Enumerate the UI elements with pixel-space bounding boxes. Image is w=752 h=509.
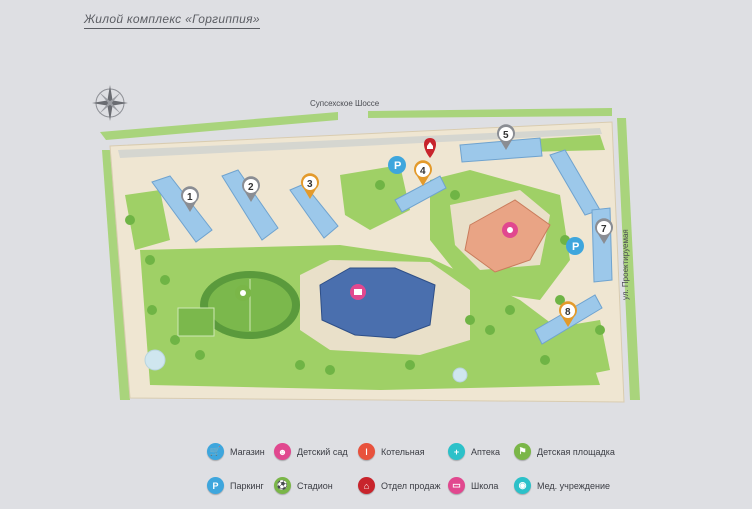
parking-icon[interactable]: P xyxy=(388,156,406,174)
playground-icon: ⚑ xyxy=(514,443,531,460)
legend-label: Паркинг xyxy=(230,480,264,491)
kindergarten-icon: ☻ xyxy=(274,443,291,460)
building-pin-4[interactable]: 4 xyxy=(414,160,432,186)
legend-label: Мед. учреждение xyxy=(537,480,611,491)
site-map: Супсехское Шоссе ул. Проектируемая P P 1… xyxy=(92,85,640,403)
building-number: 2 xyxy=(248,182,254,193)
building-number: 1 xyxy=(187,192,193,203)
legend-item-shop[interactable]: 🛒 Магазин xyxy=(207,443,265,460)
svg-text:P: P xyxy=(394,160,401,172)
sales-office-pin[interactable] xyxy=(424,138,436,158)
building-pin-3[interactable]: 3 xyxy=(301,173,319,199)
compass-icon xyxy=(92,85,128,121)
legend-item-pharmacy[interactable]: + Аптека xyxy=(448,443,500,460)
stadium-pin[interactable] xyxy=(235,285,251,301)
legend-item-parking[interactable]: P Паркинг xyxy=(207,477,264,494)
parking-icon: P xyxy=(207,477,224,494)
street-label-top: Супсехское Шоссе xyxy=(310,99,380,108)
school-pin[interactable] xyxy=(350,284,366,300)
building-number: 4 xyxy=(420,166,426,177)
legend-label: Стадион xyxy=(297,480,333,491)
building-pin-1[interactable]: 1 xyxy=(181,186,199,212)
legend-item-boiler[interactable]: ǀ Котельная xyxy=(358,443,425,460)
building-number: 3 xyxy=(307,179,313,190)
street-label-right: ул. Проектируемая xyxy=(621,229,630,300)
legend-item-kindergarten[interactable]: ☻ Детский сад xyxy=(274,443,348,460)
building-pin-5[interactable]: 5 xyxy=(497,124,515,150)
map-legend: 🛒 Магазин ☻ Детский сад ǀ Котельная + Ап… xyxy=(200,440,660,500)
legend-label: Котельная xyxy=(381,446,425,457)
legend-label: Школа xyxy=(471,480,499,491)
legend-label: Магазин xyxy=(230,446,265,457)
legend-label: Отдел продаж xyxy=(381,480,441,491)
svg-text:P: P xyxy=(572,241,579,253)
legend-item-school[interactable]: ▭ Школа xyxy=(448,477,498,494)
legend-item-playground[interactable]: ⚑ Детская площадка xyxy=(514,443,615,460)
stadium-icon: ⚽ xyxy=(274,477,291,494)
cart-icon: 🛒 xyxy=(207,443,224,460)
building-number: 8 xyxy=(565,307,571,318)
legend-item-medical[interactable]: ◉ Мед. учреждение xyxy=(514,477,610,494)
building-number: 7 xyxy=(601,224,607,235)
thermometer-icon: ǀ xyxy=(358,443,375,460)
legend-item-sales-office[interactable]: ⌂ Отдел продаж xyxy=(358,477,441,494)
legend-item-stadium[interactable]: ⚽ Стадион xyxy=(274,477,333,494)
legend-label: Аптека xyxy=(471,446,501,457)
house-icon: ⌂ xyxy=(358,477,375,494)
stadium xyxy=(177,271,300,339)
outer-greenery xyxy=(100,108,640,400)
parking-icon[interactable]: P xyxy=(566,237,584,255)
trees xyxy=(125,180,605,375)
building-number: 5 xyxy=(503,130,509,141)
cross-icon: + xyxy=(448,443,465,460)
building-pin-7[interactable]: 7 xyxy=(595,218,613,244)
kindergarten-pin[interactable] xyxy=(502,222,518,238)
legend-label: Детская площадка xyxy=(537,446,615,457)
medical-icon: ◉ xyxy=(514,477,531,494)
page-title: Жилой комплекс «Горгиппия» xyxy=(84,12,260,29)
building-pin-2[interactable]: 2 xyxy=(242,176,260,202)
legend-label: Детский сад xyxy=(297,446,348,457)
school-icon: ▭ xyxy=(448,477,465,494)
school-building xyxy=(319,267,436,339)
building-pin-8[interactable]: 8 xyxy=(559,301,577,327)
